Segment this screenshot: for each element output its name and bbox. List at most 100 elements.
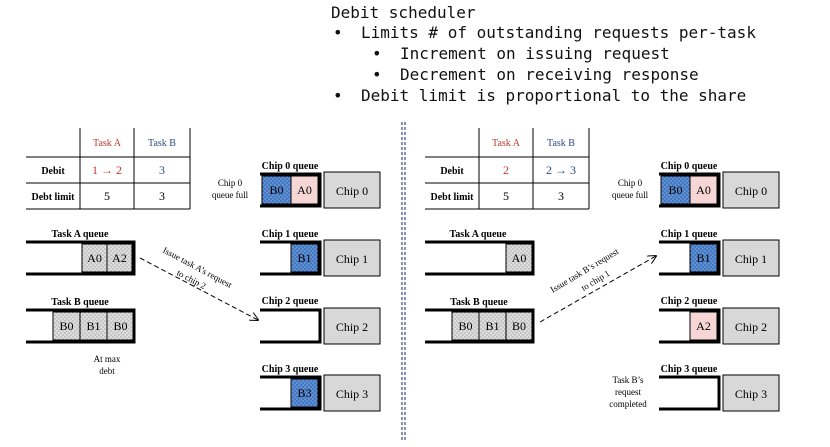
max-debt-note: At max bbox=[94, 354, 121, 364]
request-label: B0 bbox=[458, 319, 472, 333]
table-row-label: Debt limit bbox=[31, 192, 75, 203]
chip-0: Chip 0 queue B0 A0 Chip 0 bbox=[260, 161, 381, 209]
queue-outline bbox=[659, 375, 721, 411]
table-row-label: Debit bbox=[440, 166, 464, 177]
chip-queue-title: Chip 0 queue bbox=[262, 161, 319, 172]
task-a-queue: Task A queue A0 bbox=[425, 229, 535, 276]
queue-outline bbox=[659, 240, 721, 276]
chip0-full-note: Chip 0 bbox=[618, 178, 643, 188]
request-label: B0 bbox=[269, 183, 283, 197]
left-panel: Task A Task B Debit 1 → 2 3 Debt limit 5… bbox=[26, 128, 381, 412]
right-panel: Task A Task B Debit 2 2 → 3 Debt limit 5… bbox=[425, 128, 780, 412]
table-cell: 5 bbox=[104, 189, 110, 203]
queue-title: Task A queue bbox=[52, 229, 109, 240]
queue-outline bbox=[425, 308, 535, 344]
issue-arrow: Issue task A’s request to chip 2 bbox=[139, 245, 258, 320]
table-row-label: Debt limit bbox=[430, 192, 474, 203]
table-cell: 2 → 3 bbox=[546, 163, 576, 177]
chip-queue-title: Chip 3 queue bbox=[661, 364, 718, 375]
chip-queue-title: Chip 3 queue bbox=[262, 364, 319, 375]
chip0-full-note: queue full bbox=[612, 190, 649, 200]
table-header-task-a: Task A bbox=[93, 138, 122, 149]
request-label: B1 bbox=[485, 319, 499, 333]
request-label: A0 bbox=[87, 251, 102, 265]
chip-label: Chip 0 bbox=[336, 184, 368, 198]
chip0-full-note: queue full bbox=[212, 190, 249, 200]
chip-0: Chip 0 queue B0 A0 Chip 0 bbox=[659, 161, 780, 209]
request-label: B1 bbox=[696, 251, 710, 265]
bullet-marker: • bbox=[333, 86, 343, 105]
slide-title: Debit scheduler bbox=[331, 3, 476, 22]
chip-box bbox=[323, 307, 381, 345]
task-a-queue: Task A queue A0 A2 bbox=[26, 229, 136, 276]
request-label: B3 bbox=[297, 386, 311, 400]
table-cell: 1 → 2 bbox=[92, 163, 122, 177]
queue-outline bbox=[26, 308, 136, 344]
chip-queue-slot bbox=[290, 175, 319, 205]
chip-3: Chip 3 queue Chip 3 bbox=[659, 364, 780, 412]
request-label: B1 bbox=[297, 251, 311, 265]
table-header-task-b: Task B bbox=[148, 138, 176, 149]
bullet-item-3: Decrement on receiving response bbox=[400, 65, 699, 84]
max-debt-note: debt bbox=[99, 366, 115, 376]
request-label: B0 bbox=[113, 319, 127, 333]
chip-label: Chip 1 bbox=[735, 252, 767, 266]
request-label: A0 bbox=[696, 183, 711, 197]
chip-label: Chip 2 bbox=[336, 320, 368, 334]
queue-outline bbox=[260, 172, 322, 208]
task-b-queue: Task B queue B0 B1 B0 At max debt bbox=[26, 297, 136, 376]
chip-queue-title: Chip 2 queue bbox=[661, 296, 718, 307]
task-a-queue-slot bbox=[106, 243, 133, 273]
task-a-queue-slot bbox=[81, 243, 108, 273]
table-cell: 3 bbox=[558, 189, 564, 203]
debit-table: Task A Task B Debit 1 → 2 3 Debt limit 5… bbox=[26, 128, 191, 210]
chip-1: Chip 1 queue B1 Chip 1 bbox=[260, 229, 381, 277]
chip-box bbox=[323, 239, 381, 277]
chip-box bbox=[722, 307, 780, 345]
chip-label: Chip 1 bbox=[336, 252, 368, 266]
table-cell: 3 bbox=[159, 189, 165, 203]
chip-3: Chip 3 queue B3 Chip 3 bbox=[260, 364, 381, 412]
queue-outline bbox=[659, 308, 721, 344]
chip-queue-slot bbox=[290, 243, 319, 273]
chip-box bbox=[722, 374, 780, 412]
chip-label: Chip 3 bbox=[336, 387, 368, 401]
queue-outline bbox=[260, 240, 322, 276]
table-row-label: Debit bbox=[41, 166, 65, 177]
queue-title: Task B queue bbox=[450, 297, 508, 308]
queue-outline bbox=[659, 172, 721, 208]
sub-bullet-marker: • bbox=[372, 65, 382, 84]
chip-queue-title: Chip 0 queue bbox=[661, 161, 718, 172]
chip-queue-slot bbox=[689, 175, 718, 205]
table-header-task-a: Task A bbox=[492, 138, 521, 149]
chip-queue-slot bbox=[689, 243, 718, 273]
request-label: B0 bbox=[512, 319, 526, 333]
chip-box bbox=[323, 171, 381, 209]
request-label: B0 bbox=[668, 183, 682, 197]
debit-table: Task A Task B Debit 2 2 → 3 Debt limit 5… bbox=[425, 128, 590, 210]
issue-arrow: Issue task B’s request to chip 1 bbox=[539, 246, 656, 323]
completed-note: Task B’s bbox=[612, 375, 644, 385]
chip-queue-title: Chip 1 queue bbox=[262, 229, 319, 240]
queue-outline bbox=[425, 240, 535, 276]
bullet-marker: • bbox=[333, 23, 343, 42]
chip-queue-slot bbox=[689, 311, 718, 341]
chip-2: Chip 2 queue A2 Chip 2 bbox=[659, 296, 780, 345]
chip-label: Chip 2 bbox=[735, 320, 767, 334]
chip-label: Chip 0 bbox=[735, 184, 767, 198]
table-cell: 5 bbox=[503, 189, 509, 203]
chip-2: Chip 2 queue Chip 2 bbox=[260, 296, 381, 345]
chip-queue-slot bbox=[290, 378, 319, 408]
request-label: A0 bbox=[297, 183, 312, 197]
chip-label: Chip 3 bbox=[735, 387, 767, 401]
task-b-queue-slot bbox=[505, 311, 533, 341]
chip-box bbox=[722, 171, 780, 209]
bullet-item-2: Increment on issuing request bbox=[400, 44, 670, 63]
chip-box bbox=[722, 239, 780, 277]
chip-queue-title: Chip 2 queue bbox=[262, 296, 319, 307]
queue-title: Task A queue bbox=[450, 229, 507, 240]
table-header-task-b: Task B bbox=[547, 138, 575, 149]
request-label: A0 bbox=[512, 251, 527, 265]
bullet-item-4: Debit limit is proportional to the share bbox=[361, 86, 747, 105]
